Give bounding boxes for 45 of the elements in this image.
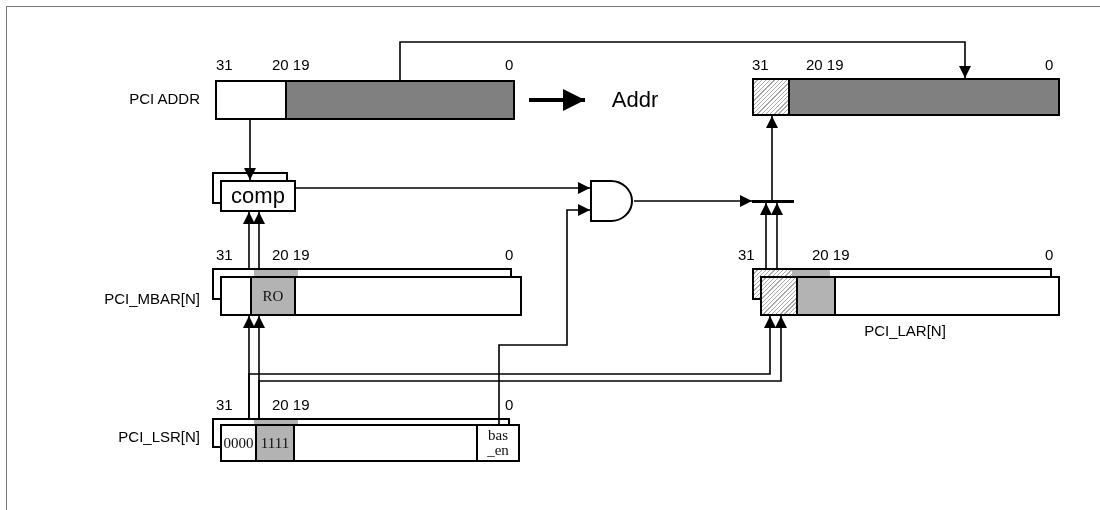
bit-number: 31	[216, 56, 233, 73]
arrow	[399, 41, 971, 81]
arrow	[529, 89, 585, 111]
hatched-field	[754, 80, 790, 114]
bit-number: 20 19	[272, 396, 310, 413]
register-name: PCI_LSR[N]	[118, 428, 200, 445]
arrow	[244, 119, 256, 181]
arrow	[498, 204, 591, 425]
register-bar	[760, 276, 1060, 316]
register-bar	[220, 276, 522, 316]
register-name: PCI_LAR[N]	[863, 322, 947, 339]
bit-number: 20 19	[812, 246, 850, 263]
bit-number: 20 19	[806, 56, 844, 73]
shaded-field: 1111	[257, 426, 295, 460]
arrow	[766, 115, 778, 201]
register-bar	[752, 78, 1060, 116]
bus-name: Addr	[585, 80, 685, 120]
bit-number: 0	[1045, 246, 1054, 263]
bit-number: 20 19	[272, 56, 310, 73]
bit-number: 0	[1045, 56, 1054, 73]
register-name: PCI_MBAR[N]	[104, 290, 200, 307]
arrow	[243, 211, 255, 269]
shaded-field: RO	[252, 278, 296, 314]
shaded-field	[790, 80, 1058, 114]
bit-number: 31	[752, 56, 769, 73]
comparator-box: comp	[220, 180, 296, 212]
bit-number: 31	[216, 396, 233, 413]
bit-number: 0	[505, 246, 514, 263]
and-gate-symbol	[590, 180, 633, 222]
bit-number: 31	[216, 246, 233, 263]
register-bar	[220, 424, 520, 462]
bit-number: 0	[505, 396, 514, 413]
bit-number: 20 19	[272, 246, 310, 263]
arrow	[771, 202, 783, 269]
arrow	[760, 202, 772, 269]
arrow	[295, 182, 591, 194]
arrow	[633, 195, 753, 207]
register-field: 0000	[222, 426, 257, 460]
bit-number: 0	[505, 56, 514, 73]
register-name: PCI ADDR	[129, 90, 200, 107]
shaded-field	[287, 82, 513, 118]
selector-bar	[752, 200, 794, 203]
register-bar	[215, 80, 515, 120]
bit-number: 31	[738, 246, 755, 263]
arrow	[253, 211, 265, 269]
